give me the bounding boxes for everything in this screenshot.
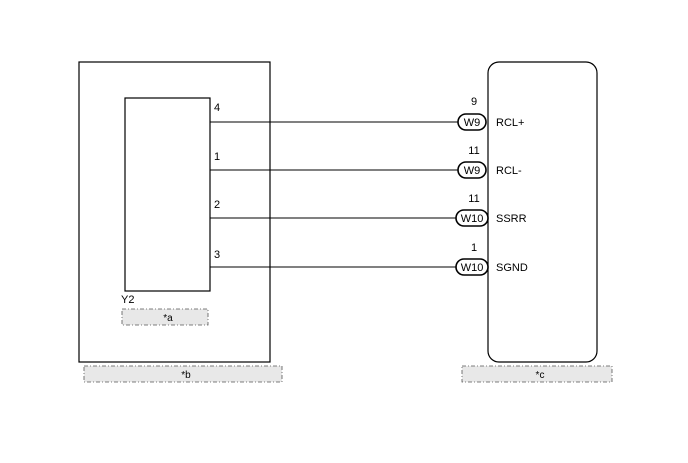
wire-connection: 3 W10 1 SGND (210, 242, 528, 276)
signal-name: SSRR (496, 213, 527, 225)
callout-b-box (83, 365, 283, 383)
right-pin-label: 11 (468, 145, 479, 157)
left-pin-label: 2 (214, 199, 220, 211)
connector-pill (457, 161, 487, 179)
signal-name: RCL- (496, 165, 522, 177)
connector-code: W9 (464, 117, 481, 129)
connector-pill (455, 258, 489, 276)
wire-connection: 2 W10 11 SSRR (210, 193, 527, 227)
callout-b-text: *b (181, 370, 191, 381)
callout-c-text: *c (536, 370, 545, 381)
wire-connection: 4 W9 9 RCL+ (210, 96, 524, 131)
right-pin-label: 1 (471, 242, 477, 254)
signal-name: RCL+ (496, 117, 524, 129)
connector-code: W10 (461, 262, 484, 274)
wire-connection: 1 W9 11 RCL- (210, 145, 522, 179)
left-pin-label: 1 (214, 151, 220, 163)
callout-c-box (461, 365, 613, 383)
signal-name: SGND (496, 262, 528, 274)
right-pin-label: 11 (468, 193, 479, 205)
connector-code: W9 (464, 165, 481, 177)
left-component-box (78, 61, 271, 363)
callout-a-text: *a (163, 313, 173, 324)
connector-pill (457, 113, 487, 131)
callout-a-box (121, 308, 209, 326)
right-component-box (487, 61, 598, 363)
connector-pill (455, 209, 489, 227)
left-pin-label: 3 (214, 249, 220, 261)
connector-code: W10 (461, 213, 484, 225)
left-pin-label: 4 (214, 102, 220, 114)
part-code-label: Y2 (121, 294, 134, 306)
right-pin-label: 9 (471, 96, 477, 108)
inner-part-box (124, 97, 211, 292)
